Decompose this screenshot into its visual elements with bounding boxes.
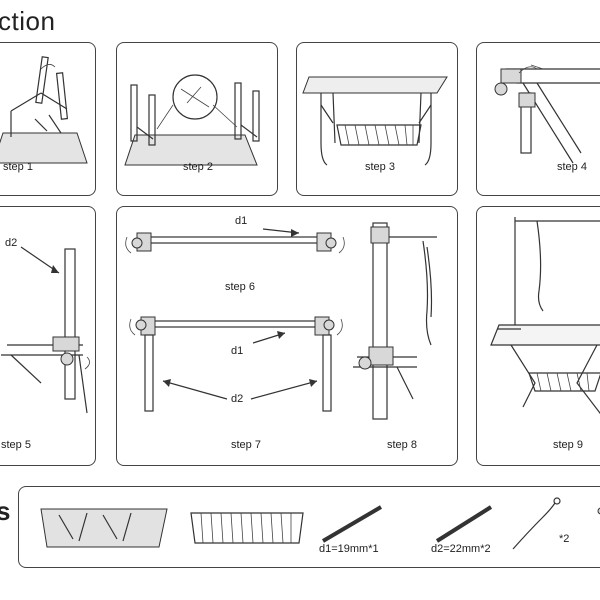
step9-panel: step 9 [476, 206, 600, 466]
step5-panel: d2 step 5 [0, 206, 96, 466]
step7-label: step 7 [231, 439, 261, 451]
d1-label-step7: d1 [231, 345, 244, 357]
step2-panel: step 2 [116, 42, 278, 196]
parts-panel: d1=19mm*1 d2=22mm*2 *2 [18, 486, 600, 568]
step1-illustration [0, 56, 88, 164]
step8-illustration [353, 222, 437, 420]
step8-label: step 8 [387, 439, 417, 451]
step9-illustration [490, 217, 600, 415]
step5-illustration [1, 246, 90, 414]
step4-illustration [494, 64, 600, 164]
step3-label: step 3 [365, 161, 395, 173]
d1-label-step6: d1 [235, 215, 248, 227]
steps-6-8-panel: d1 step 6 d1 d2 step 7 step 8 [116, 206, 458, 466]
step1-label: step 1 [3, 161, 33, 173]
step4-label: step 4 [557, 161, 587, 173]
d2-label-step7: d2 [231, 393, 244, 405]
step7-illustration [129, 316, 343, 412]
step3-illustration [302, 76, 448, 166]
step9-label: step 9 [553, 439, 583, 451]
step3-panel: step 3 [296, 42, 458, 196]
bar-d2-spec: d2=22mm*2 [431, 543, 491, 555]
step1-panel: step 1 [0, 42, 96, 196]
step6-illustration [125, 228, 345, 254]
noose-quantity: *2 [559, 533, 570, 545]
parts-illustration [40, 497, 600, 550]
bar-d1-spec: d1=19mm*1 [319, 543, 379, 555]
parts-section-mark: s [0, 496, 11, 526]
step6-label: step 6 [225, 281, 255, 293]
step4-panel: step 4 [476, 42, 600, 196]
step5-label: step 5 [1, 439, 31, 451]
d2-label-step5: d2 [5, 237, 18, 249]
step2-illustration [124, 74, 260, 166]
page-title: ction [0, 6, 56, 36]
step2-label: step 2 [183, 161, 213, 173]
